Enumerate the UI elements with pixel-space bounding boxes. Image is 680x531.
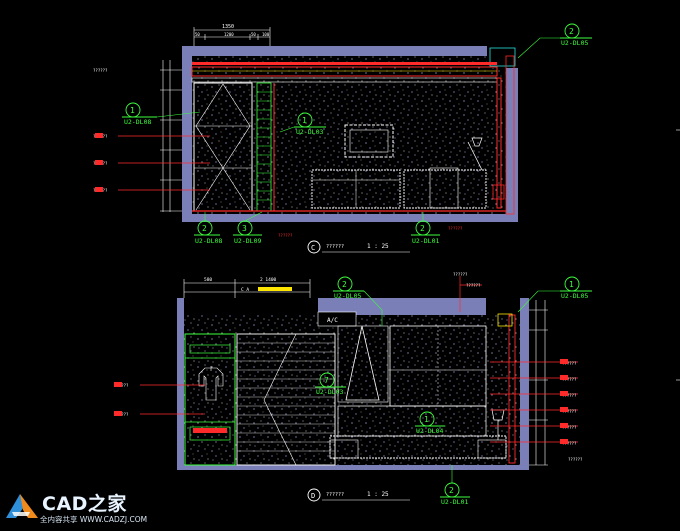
svg-text:U2-DL01: U2-DL01 [441,498,468,506]
dim-lower-2: 2 1400 [260,277,277,283]
svg-text:2: 2 [420,224,425,233]
svg-text:U2-DL09: U2-DL09 [234,237,261,245]
callout-lower-5: 2 U2-DL01 [440,465,470,506]
dim-lower-1: 580 [204,277,212,283]
svg-text:1: 1 [302,116,307,125]
picture-frame [344,124,394,158]
title-bubble-d: D [311,492,315,500]
elevation-c-title: C ?????? 1 : 25 [307,240,410,254]
title-text-d: ?????? [326,492,344,498]
callout-upper-5: 3 U2-DL09 [233,211,263,245]
svg-text:??????: ?????? [562,393,577,398]
svg-text:2: 2 [569,27,574,36]
dim-top-seg: 50 [195,32,200,37]
title-text-c: ?????? [326,244,344,250]
svg-text:2: 2 [449,486,454,495]
ca-label: C A [241,287,249,293]
svg-text:??????: ?????? [448,226,463,231]
callout-upper-1: 1 U2-DL08 [122,102,201,126]
callout-lower-4: 1 U2-DL04 [415,411,445,435]
dim-top-seg: 1200 [224,32,234,37]
title-bubble-c: C [311,244,315,252]
svg-text:U2-DL08: U2-DL08 [195,237,222,245]
mirror [345,325,380,401]
svg-text:1: 1 [424,415,429,424]
dim-top-seg: 50 [251,32,256,37]
clothes-icon [198,366,224,401]
svg-text:??????: ?????? [466,283,481,288]
callout-lower-2: 1 U2-DL05 [517,276,592,313]
ceiling-band [192,62,497,65]
svg-text:??????: ?????? [562,377,577,382]
svg-text:U2-DL05: U2-DL05 [334,292,361,300]
watermark: CAD之家 全内容共享 WWW.CADZJ.COM [4,488,154,528]
elevation-d-title: D ?????? 1 : 25 [307,488,410,502]
svg-text:1: 1 [130,106,135,115]
svg-text:U2-DL01: U2-DL01 [412,237,439,245]
wardrobe-lower [184,333,236,466]
svg-text:U2-DL08: U2-DL08 [124,118,151,126]
callout-upper-4: 2 U2-DL08 [194,212,222,245]
room-interior-lower [184,315,520,465]
svg-text:??????: ?????? [453,272,468,277]
svg-text:??????: ?????? [562,425,577,430]
svg-text:2: 2 [342,280,347,289]
svg-text:U2-DL04: U2-DL04 [416,427,443,435]
elevation-d: A/C [114,272,592,506]
svg-text:U2-DL03: U2-DL03 [316,388,343,396]
svg-text:??????: ?????? [562,361,577,366]
elevation-c: 1350 50 1200 50 100 ?????? ?????? ??????… [93,23,592,254]
dim-top-total: 1350 [222,24,234,30]
svg-text:3: 3 [242,224,247,233]
svg-text:U2-DL05: U2-DL05 [561,39,588,47]
svg-text:7: 7 [324,376,329,385]
callout-lower-1: 2 U2-DL05 [333,276,383,326]
title-scale-c: 1 : 25 [367,243,389,250]
ac-label: A/C [327,317,338,324]
curtain-track [496,77,502,209]
svg-text:??????: ?????? [562,441,577,446]
title-scale-d: 1 : 25 [367,491,389,498]
room-interior-upper [192,56,506,214]
cadzj-logo-icon [6,494,38,518]
svg-text:U2-DL03: U2-DL03 [296,128,323,136]
svg-text:??????: ?????? [568,457,583,462]
svg-text:??????: ?????? [93,68,108,73]
svg-text:??????: ?????? [278,233,293,238]
callout-lower-3: 7 U2-DL03 [315,372,346,396]
svg-text:??????: ?????? [562,409,577,414]
callout-upper-6: 2 U2-DL01 [411,212,440,245]
watermark-brand: CAD之家 [42,493,127,515]
svg-text:U2-DL05: U2-DL05 [561,292,588,300]
svg-text:2: 2 [202,224,207,233]
svg-text:1: 1 [569,280,574,289]
watermark-url: 全内容共享 WWW.CADZJ.COM [40,515,148,524]
dim-top-seg: 100 [262,32,270,37]
callout-upper-3: 2 U2-DL05 [517,23,592,59]
callout-upper-2: 1 U2-DL03 [279,112,326,136]
led-strip [258,287,292,291]
